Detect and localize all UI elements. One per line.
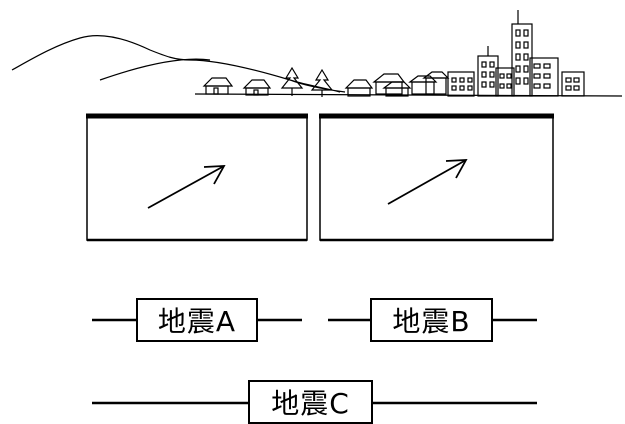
label-quake-a: 地震A <box>136 298 258 342</box>
small-house-1 <box>202 77 234 95</box>
city-buildings <box>447 10 585 97</box>
tree-1 <box>280 66 304 96</box>
tree-2 <box>310 68 334 97</box>
arrow-right-icon <box>387 159 468 205</box>
label-quake-b: 地震B <box>370 298 493 342</box>
mountain-range <box>11 35 346 93</box>
panel-right <box>319 113 554 242</box>
label-quake-c: 地震C <box>248 380 373 424</box>
landscape <box>11 10 623 97</box>
panel-left-frame <box>86 116 308 241</box>
panel-left <box>86 113 308 242</box>
panel-right-frame <box>319 116 554 241</box>
house-cluster <box>344 71 450 97</box>
small-house-2 <box>242 79 272 96</box>
arrow-left-icon <box>147 165 226 209</box>
